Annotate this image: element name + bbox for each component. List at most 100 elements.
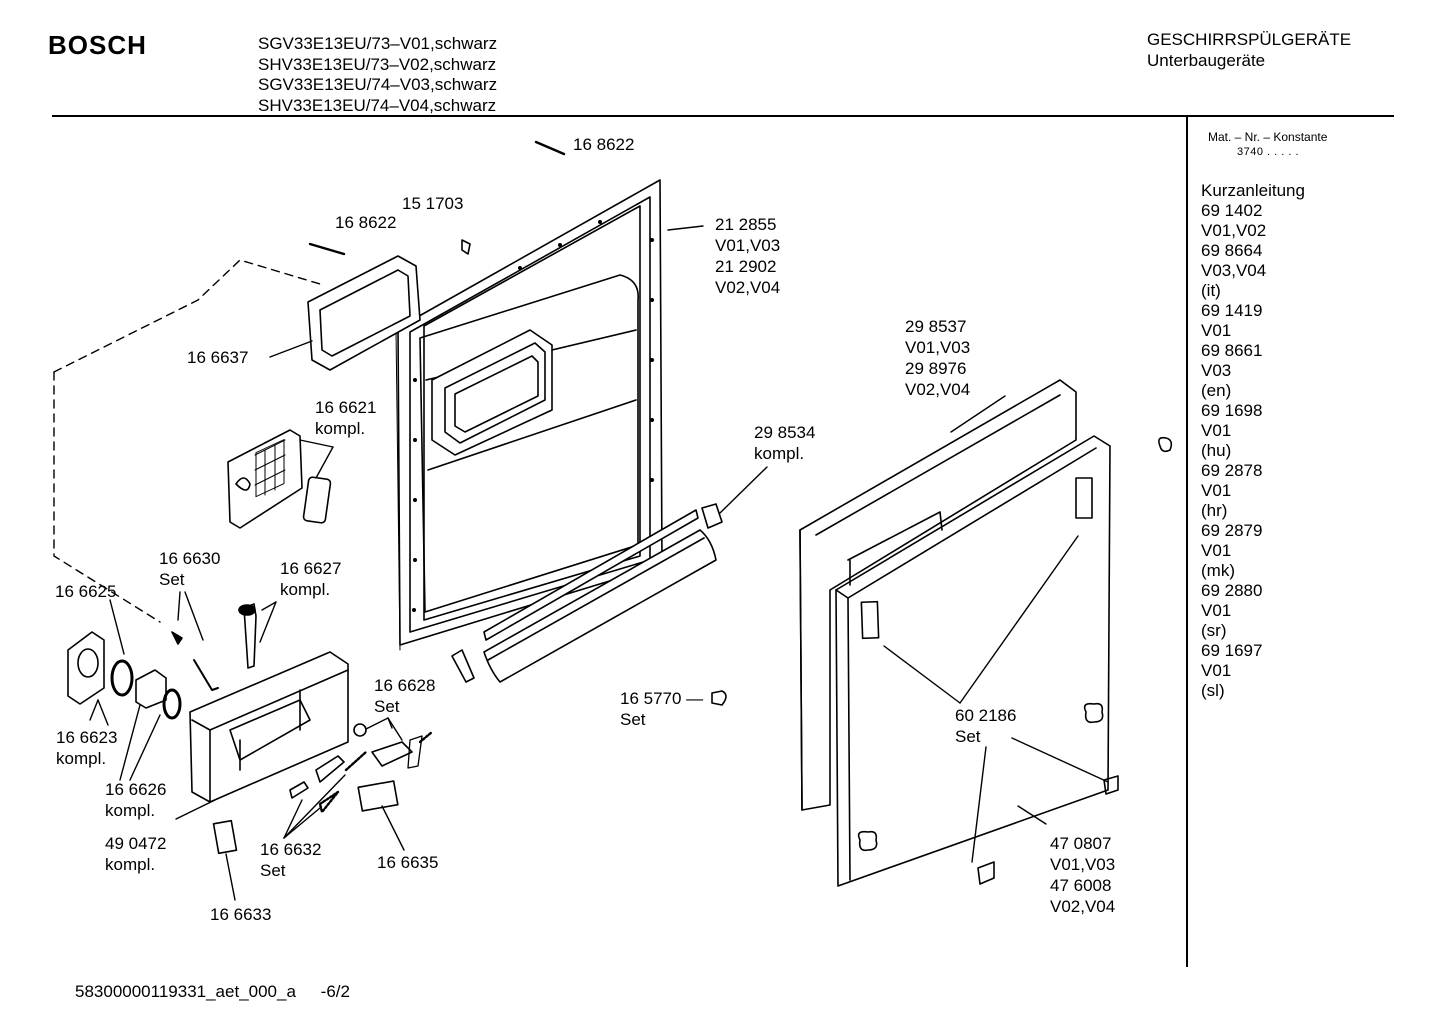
callout-16-6635: 16 6635: [377, 852, 438, 873]
callout-line: 29 8537: [905, 317, 967, 336]
callout-line: 60 2186: [955, 706, 1017, 725]
callout-line: 16 6632: [260, 840, 322, 859]
mat-number-value: 3740 . . . . .: [1237, 146, 1300, 158]
sidebar-list-item: 69 2880: [1201, 581, 1263, 600]
sidebar-list-item: Kurzanleitung: [1201, 181, 1305, 200]
callout-16-5770: 16 5770 —Set: [620, 688, 703, 730]
sidebar-list-item: V03,V04: [1201, 261, 1267, 280]
callout-line: V02,V04: [1050, 897, 1116, 916]
sidebar-list-item: V01,V02: [1201, 221, 1267, 240]
filter-insert: [227, 429, 332, 529]
sidebar-list-item: (en): [1201, 381, 1232, 400]
sidebar-divider: [1186, 117, 1188, 967]
callout-line: 49 0472: [105, 834, 167, 853]
knob-parts: [67, 631, 182, 720]
model-list: SGV33E13EU/73–V01,schwarz SHV33E13EU/73–…: [258, 34, 497, 116]
sidebar-list-item: (mk): [1201, 561, 1235, 580]
callout-line: 16 6621: [315, 398, 377, 417]
sidebar-list-item: V01: [1201, 661, 1232, 680]
callout-line: kompl.: [315, 419, 366, 438]
sidebar-list-item: 69 1697: [1201, 641, 1263, 660]
trim-strips: [483, 509, 717, 683]
sidebar: Mat. – Nr. – Konstante 3740 . . . . . Ku…: [1201, 130, 1327, 701]
sidebar-list-item: V03: [1201, 361, 1232, 380]
callout-line: kompl.: [56, 749, 107, 768]
callout-line: 15 1703: [402, 194, 464, 213]
callout-line: Set: [955, 727, 981, 746]
brand-logo: BOSCH: [48, 30, 147, 60]
callout-line: 16 6623: [56, 728, 118, 747]
sidebar-list-item: V01: [1201, 601, 1232, 620]
sidebar-list-item: V01: [1201, 481, 1232, 500]
callout-line: 47 0807: [1050, 834, 1112, 853]
callout-16-6625: 16 6625: [55, 581, 116, 602]
callout-line: kompl.: [754, 444, 805, 463]
footer-code: 58300000119331_aet_000_a: [75, 982, 296, 1001]
model-line: SGV33E13EU/74–V03,schwarz: [258, 75, 498, 94]
callout-line: 29 8976: [905, 359, 967, 378]
callout-line: V01,V03: [905, 338, 971, 357]
sidebar-list-item: (hr): [1201, 501, 1228, 520]
callout-line: 16 6627: [280, 559, 342, 578]
model-line: SHV33E13EU/74–V04,schwarz: [258, 95, 497, 115]
callout-line: 21 2855: [715, 215, 777, 234]
sidebar-list-item: (hu): [1201, 441, 1232, 460]
sidebar-list-item: (sl): [1201, 681, 1225, 700]
callout-line: V01,V03: [1050, 855, 1116, 874]
callout-16-6623: 16 6623 kompl.: [56, 727, 117, 769]
callout-line: V02,V04: [715, 278, 781, 297]
footer-page: -6/2: [320, 982, 350, 1001]
callout-line: Set: [260, 861, 286, 880]
callout-16-8622-top: 16 8622: [573, 134, 634, 155]
category-title: GESCHIRRSPÜLGERÄTE: [1147, 30, 1352, 49]
callout-line: kompl.: [105, 855, 156, 874]
callout-49-0472: 49 0472 kompl.: [105, 833, 166, 875]
sidebar-list-item: 69 2878: [1201, 461, 1263, 480]
callout-16-8622-left: 16 8622: [335, 212, 396, 233]
inner-door-panel: [395, 179, 663, 651]
callout-line: kompl.: [280, 580, 331, 599]
callout-line: 16 6628: [374, 676, 436, 695]
callout-16-6633: 16 6633: [210, 904, 271, 925]
callout-line: kompl.: [105, 801, 156, 820]
callout-16-6627: 16 6627 kompl.: [280, 558, 341, 600]
footer: 58300000119331_aet_000_a -6/2: [75, 982, 350, 1002]
callout-line: 16 5770 —: [620, 689, 704, 708]
callout-16-6637: 16 6637: [187, 347, 248, 368]
mat-number-label: Mat. – Nr. – Konstante: [1208, 130, 1328, 144]
sidebar-list-item: 69 1698: [1201, 401, 1263, 420]
callout-line: 16 8622: [573, 135, 635, 154]
sidebar-list-item: 69 1419: [1201, 301, 1263, 320]
sidebar-list-item: V01: [1201, 541, 1232, 560]
callout-line: 16 6637: [187, 348, 249, 367]
panel-holes: [412, 220, 654, 612]
category-block: GESCHIRRSPÜLGERÄTE Unterbaugeräte: [1147, 30, 1351, 71]
sidebar-list-item: (sr): [1201, 621, 1227, 640]
callout-line: V02,V04: [905, 380, 971, 399]
callout-line: Set: [159, 570, 185, 589]
sidebar-list-item: 69 1402: [1201, 201, 1263, 220]
callout-line: 21 2902: [715, 257, 777, 276]
outer-door-panel: [799, 379, 1077, 811]
control-housing: [189, 651, 349, 803]
seal-frame: [307, 255, 421, 371]
callout-line: 16 6630: [159, 549, 221, 568]
decor-panel: [835, 435, 1111, 887]
sidebar-list-item: 69 8664: [1201, 241, 1263, 260]
small-parts: [171, 140, 1173, 885]
sidebar-list-item: (it): [1201, 281, 1221, 300]
callout-line: 16 6633: [210, 905, 272, 924]
leader-lines: [53, 225, 1109, 901]
callout-line: 16 6625: [55, 582, 117, 601]
model-line: SHV33E13EU/73–V02,schwarz: [258, 54, 497, 74]
